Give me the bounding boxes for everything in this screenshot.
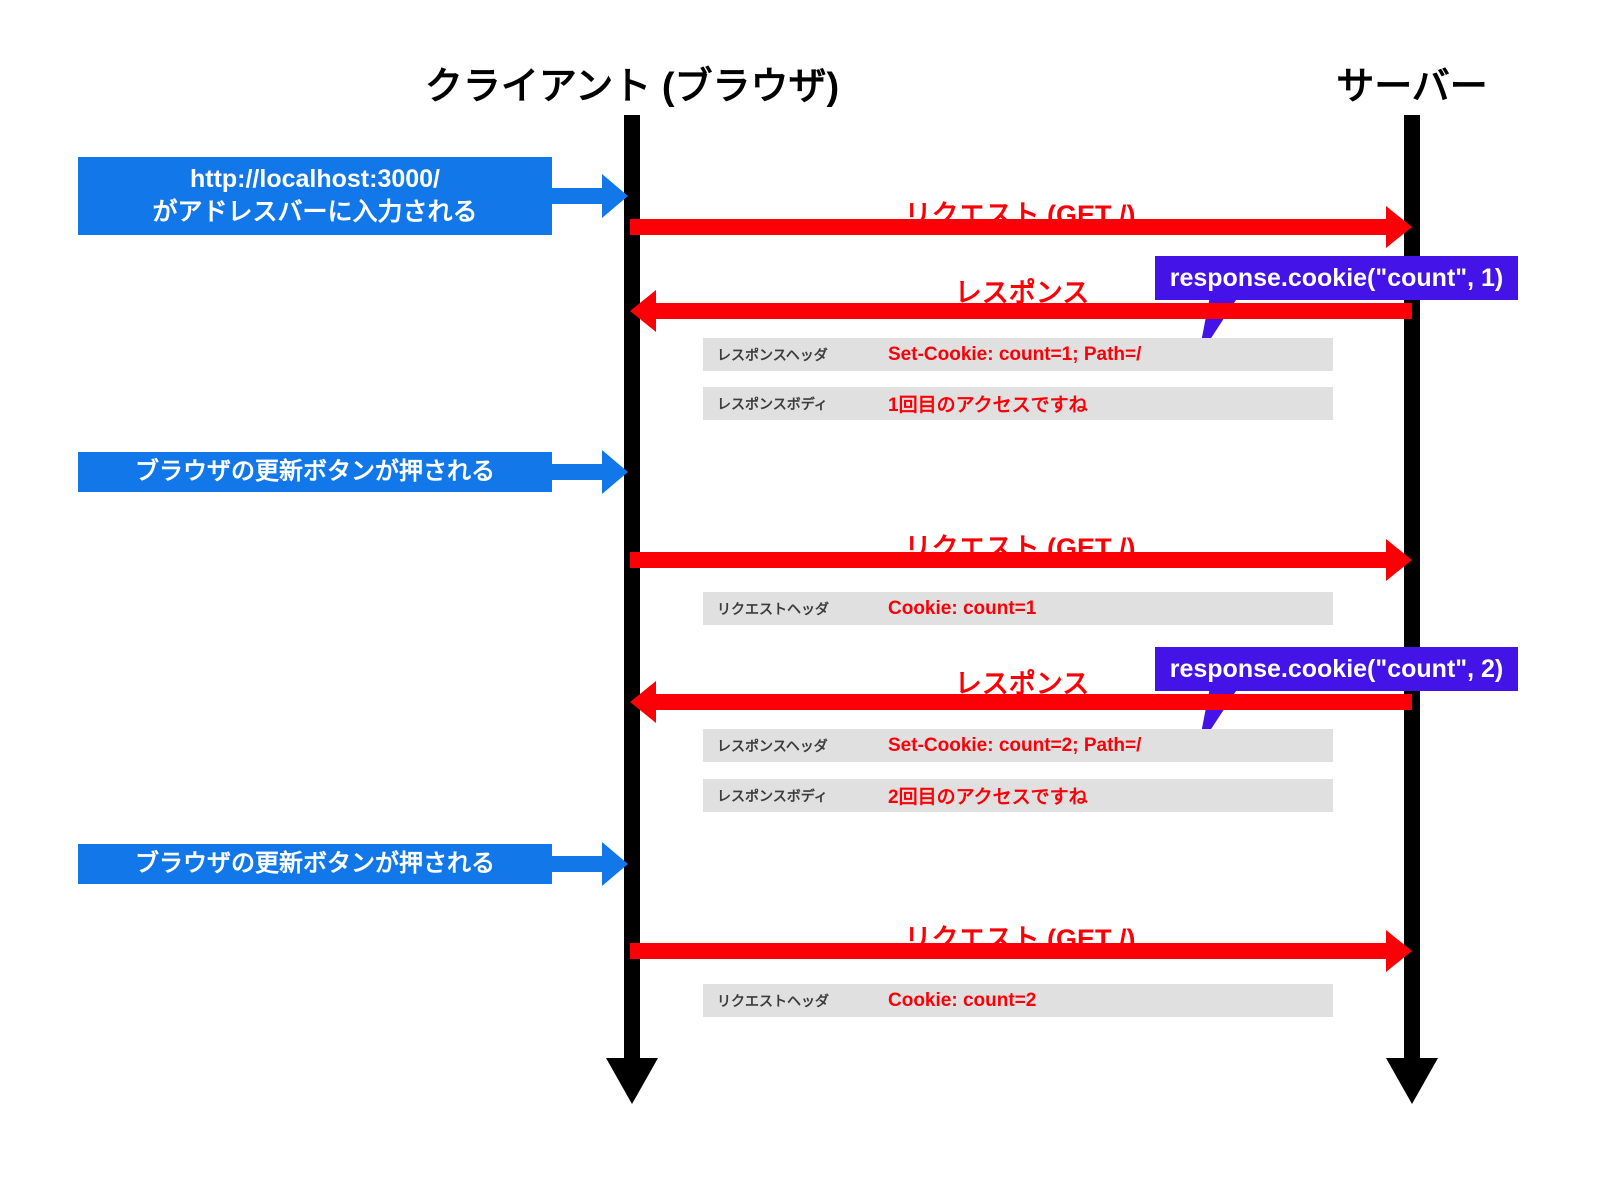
detail-row-value: Cookie: count=1 <box>888 597 1037 619</box>
message-arrowhead-response-1 <box>630 290 656 332</box>
callout-cookie-call-1: response.cookie("count", 1) <box>1155 256 1518 300</box>
action-box-refresh-2[interactable]: ブラウザの更新ボタンが押される <box>78 844 552 884</box>
message-arrowhead-request-2 <box>1386 539 1412 581</box>
action-box-address-bar[interactable]: http://localhost:3000/ がアドレスバーに入力される <box>78 157 552 235</box>
detail-row-value: Set-Cookie: count=2; Path=/ <box>888 734 1142 756</box>
message-shaft-request-3 <box>630 943 1390 959</box>
detail-row-resp-header-1: レスポンスヘッダ Set-Cookie: count=1; Path=/ <box>703 338 1333 371</box>
detail-row-value: Cookie: count=2 <box>888 989 1037 1011</box>
message-shaft-response-2 <box>656 694 1412 710</box>
message-shaft-request-2 <box>630 552 1390 568</box>
detail-row-resp-header-2: レスポンスヘッダ Set-Cookie: count=2; Path=/ <box>703 729 1333 762</box>
server-lifeline-title: サーバー <box>1336 66 1488 108</box>
action-line-1: http://localhost:3000/ <box>189 165 441 193</box>
message-arrowhead-request-1 <box>1386 206 1412 248</box>
detail-row-value: Set-Cookie: count=1; Path=/ <box>888 343 1142 365</box>
callout-cookie-call-2: response.cookie("count", 2) <box>1155 647 1518 691</box>
detail-row-req-header-3: リクエストヘッダ Cookie: count=2 <box>703 984 1333 1017</box>
message-arrowhead-request-3 <box>1386 930 1412 972</box>
server-lifeline-arrowhead <box>1386 1058 1438 1104</box>
detail-row-key: リクエストヘッダ <box>717 992 829 1009</box>
action-arrow-head-refresh-1 <box>602 450 628 494</box>
detail-row-resp-body-1: レスポンスボディ 1回目のアクセスですね <box>703 387 1333 420</box>
detail-row-key: レスポンスヘッダ <box>717 346 828 363</box>
detail-row-key: レスポンスボディ <box>717 395 828 412</box>
action-line-1: ブラウザの更新ボタンが押される <box>135 850 495 878</box>
client-lifeline <box>624 115 640 1060</box>
action-line-1: ブラウザの更新ボタンが押される <box>135 458 495 486</box>
action-arrow-head-refresh-2 <box>602 842 628 886</box>
message-arrowhead-response-2 <box>630 681 656 723</box>
action-arrow-shaft-refresh-1 <box>552 464 610 480</box>
detail-row-resp-body-2: レスポンスボディ 2回目のアクセスですね <box>703 779 1333 812</box>
action-arrow-head-address-bar <box>602 174 628 218</box>
client-lifeline-title: クライアント (ブラウザ) <box>424 66 840 108</box>
client-lifeline-arrowhead <box>606 1058 658 1104</box>
detail-row-key: レスポンスボディ <box>717 787 828 804</box>
action-arrow-shaft-refresh-2 <box>552 856 610 872</box>
detail-row-value: 2回目のアクセスですね <box>888 787 1088 808</box>
message-shaft-response-1 <box>656 303 1412 319</box>
action-line-2: がアドレスバーに入力される <box>152 198 478 226</box>
message-shaft-request-1 <box>630 219 1390 235</box>
action-box-refresh-1[interactable]: ブラウザの更新ボタンが押される <box>78 452 552 492</box>
detail-row-key: レスポンスヘッダ <box>717 737 828 754</box>
detail-row-key: リクエストヘッダ <box>717 600 829 617</box>
detail-row-req-header-2: リクエストヘッダ Cookie: count=1 <box>703 592 1333 625</box>
action-arrow-shaft-address-bar <box>552 188 610 204</box>
detail-row-value: 1回目のアクセスですね <box>888 395 1088 416</box>
server-lifeline <box>1404 115 1420 1060</box>
